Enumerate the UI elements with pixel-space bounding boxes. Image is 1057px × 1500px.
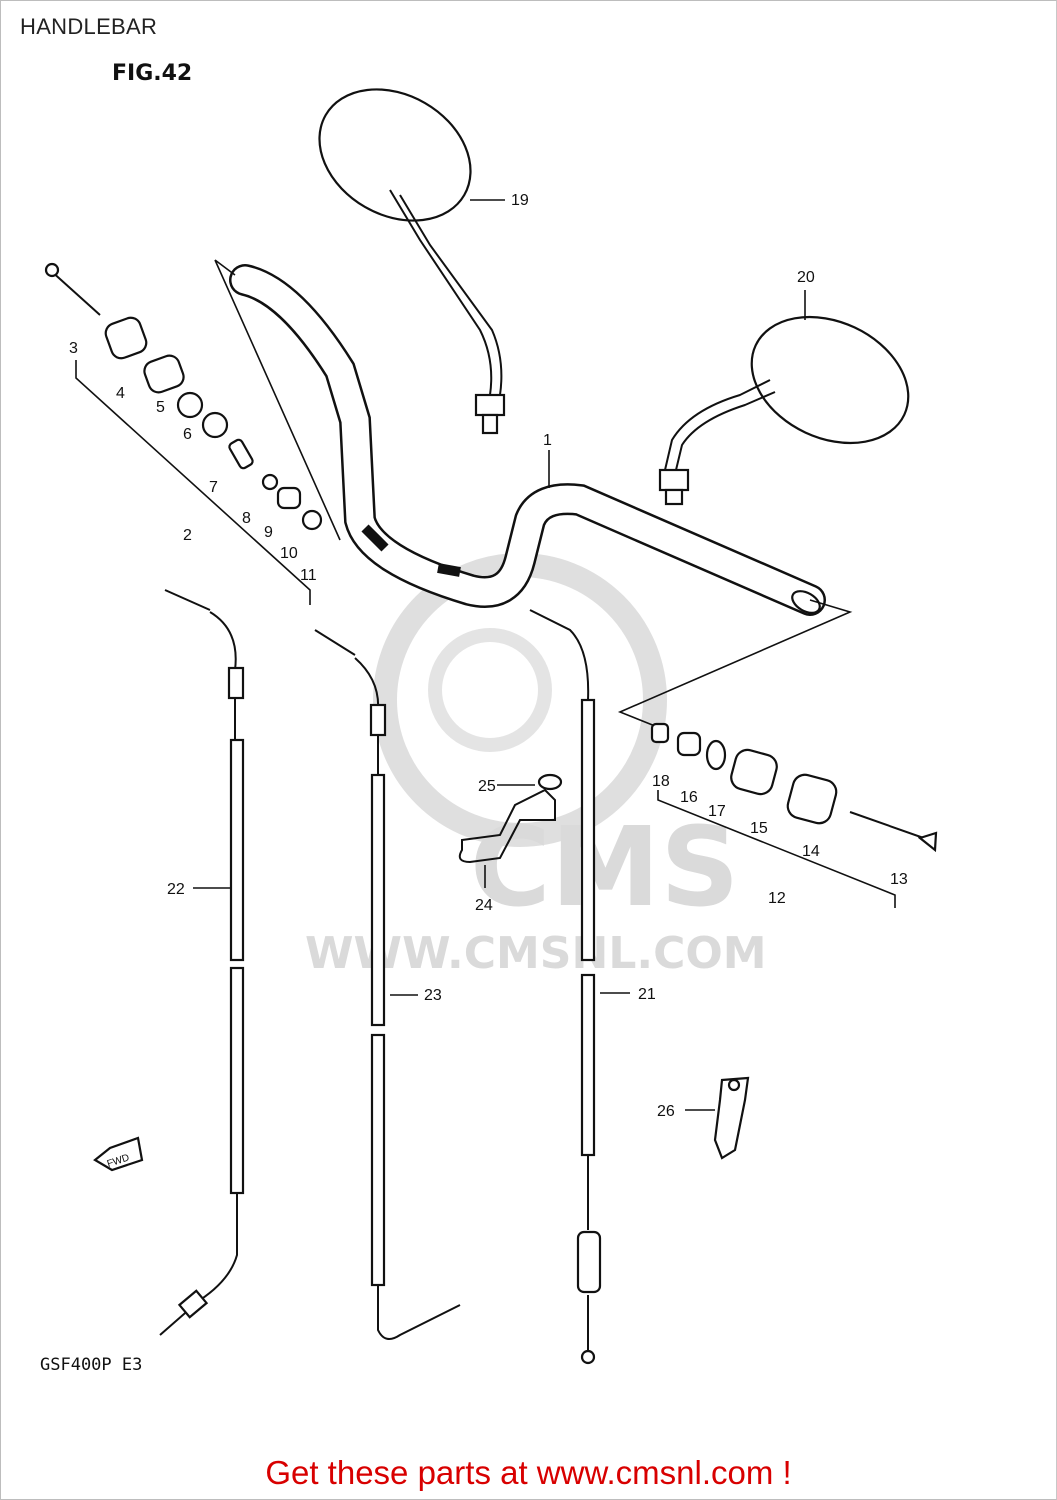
fwd-arrow: FWD — [93, 1136, 144, 1172]
handlebar — [229, 264, 826, 616]
callout-23: 23 — [424, 987, 442, 1004]
mirror-left — [318, 88, 506, 435]
callout-20: 20 — [797, 269, 815, 286]
callout-21: 21 — [638, 986, 656, 1003]
callout-24: 24 — [475, 897, 493, 914]
model-code: GSF400P E3 — [40, 1355, 142, 1375]
left-grip-parts — [44, 262, 323, 531]
guide-lines — [214, 259, 853, 729]
callout-13: 13 — [890, 871, 908, 888]
callout-1: 1 — [543, 432, 552, 449]
callout-3: 3 — [69, 340, 78, 357]
callout-22: 22 — [167, 881, 185, 898]
cmsnl-parts-link[interactable]: Get these parts at www.cmsnl.com ! — [265, 1454, 792, 1491]
watermark-brand: CMS — [470, 803, 739, 931]
cable-22 — [159, 589, 245, 1336]
callout-15: 15 — [750, 820, 768, 837]
callout-numbers: 1 2 3 4 5 6 7 8 9 10 11 12 13 14 15 16 1… — [69, 192, 908, 1120]
mirror-right — [658, 315, 910, 506]
callout-25: 25 — [478, 778, 496, 795]
callout-8: 8 — [242, 510, 251, 527]
bracket-lines — [75, 360, 896, 908]
cable-guide-24 — [458, 788, 556, 864]
right-grip-parts — [650, 722, 938, 853]
callout-18: 18 — [652, 773, 670, 790]
callout-12: 12 — [768, 890, 786, 907]
callout-2: 2 — [183, 527, 192, 544]
callout-11: 11 — [300, 567, 317, 584]
callout-9: 9 — [264, 524, 273, 541]
callout-19: 19 — [511, 192, 529, 209]
callout-26: 26 — [657, 1103, 675, 1120]
callout-14: 14 — [802, 843, 820, 860]
leader-lines — [193, 199, 806, 1111]
callout-4: 4 — [116, 385, 125, 402]
callout-10: 10 — [280, 545, 298, 562]
callout-6: 6 — [183, 426, 192, 443]
callout-7: 7 — [209, 479, 218, 496]
washer-25 — [537, 773, 563, 791]
callout-17: 17 — [708, 803, 726, 820]
callout-5: 5 — [156, 399, 165, 416]
clamp-26 — [713, 1076, 750, 1160]
figure-number: FIG.42 — [112, 61, 192, 86]
parts-diagram: CMS WWW.CMSNL.COM FIG.42 — [40, 61, 938, 1375]
page-title: HANDLEBAR — [20, 14, 158, 39]
cable-21 — [529, 609, 602, 1365]
cable-23 — [314, 629, 461, 1340]
callout-16: 16 — [680, 789, 698, 806]
